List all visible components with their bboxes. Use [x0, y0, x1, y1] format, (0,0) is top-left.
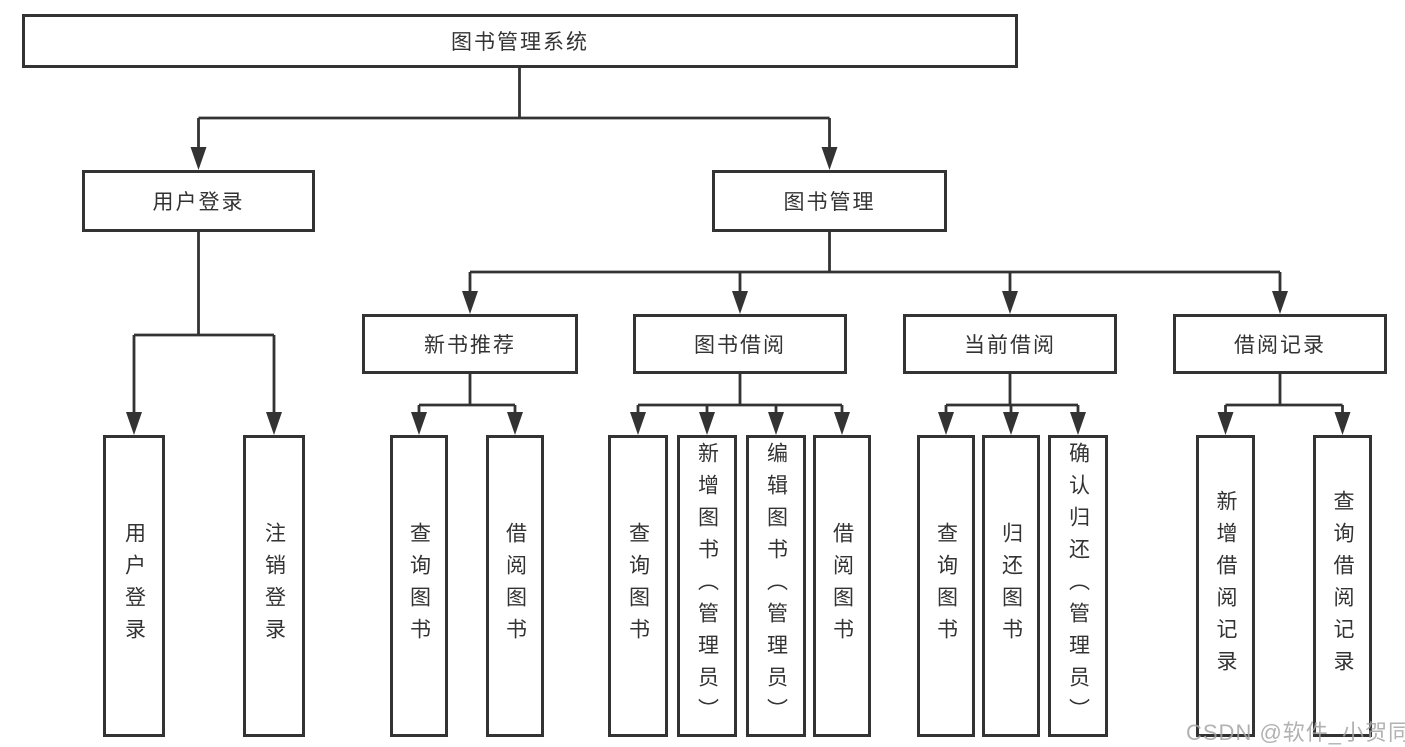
leaf-user-login: 用户登录 — [103, 435, 165, 737]
leaf-label: 编辑图书（管理员） — [764, 442, 788, 730]
arrowhead — [834, 412, 850, 435]
leaf-query-books-newbook: 查询图书 — [390, 435, 448, 737]
leaf-label: 借阅图书 — [830, 522, 854, 650]
leaf-label: 查询图书 — [626, 522, 650, 650]
node-user-login: 用户登录 — [82, 170, 315, 232]
node-new-book-recommendation: 新书推荐 — [362, 314, 578, 374]
leaf-label: 归还图书 — [999, 522, 1023, 650]
leaf-return-books: 归还图书 — [982, 435, 1040, 737]
leaf-label: 用户登录 — [122, 522, 146, 650]
leaf-logout: 注销登录 — [243, 435, 305, 737]
leaf-borrow-books-borrow: 借阅图书 — [813, 435, 871, 737]
edge-records-to-leaves — [1224, 374, 1344, 414]
edge-current-to-leaves — [944, 374, 1080, 414]
leaf-query-books-current: 查询图书 — [917, 435, 975, 737]
arrowhead — [462, 291, 478, 314]
arrowhead — [411, 412, 427, 435]
arrowhead — [1217, 412, 1234, 435]
arrowhead — [1272, 291, 1288, 314]
leaf-borrow-books-newbook: 借阅图书 — [486, 435, 544, 737]
leaf-label: 查询图书 — [407, 522, 431, 650]
leaf-label: 新增借阅记录 — [1214, 490, 1237, 682]
leaf-label: 查询图书 — [934, 522, 958, 650]
arrowhead — [938, 412, 954, 435]
node-library-system: 图书管理系统 — [22, 14, 1018, 68]
leaf-add-books-admin: 新增图书（管理员） — [677, 435, 737, 737]
arrowhead — [1334, 412, 1351, 435]
arrowhead — [507, 412, 523, 435]
leaf-edit-books-admin: 编辑图书（管理员） — [746, 435, 806, 737]
node-book-borrowing: 图书借阅 — [633, 314, 847, 374]
arrowhead — [768, 412, 784, 435]
csdn-watermark: CSDN @软件_小贺同学 — [1186, 720, 1405, 745]
arrowhead — [126, 412, 142, 435]
arrowhead — [630, 412, 646, 435]
leaf-confirm-return-admin: 确认归还（管理员） — [1048, 435, 1108, 737]
edge-mgmt-to-level3 — [468, 232, 1282, 293]
leaf-query-borrow-record: 查询借阅记录 — [1313, 435, 1372, 737]
leaf-label: 查询借阅记录 — [1331, 490, 1354, 682]
leaf-label: 借阅图书 — [503, 522, 527, 650]
arrowhead — [699, 412, 715, 435]
arrowhead — [1070, 412, 1086, 435]
edge-root-to-level2 — [197, 68, 831, 149]
node-current-borrowing: 当前借阅 — [903, 314, 1117, 374]
leaf-add-borrow-record: 新增借阅记录 — [1196, 435, 1255, 737]
arrowhead — [732, 291, 748, 314]
edge-login-to-leaves — [132, 232, 276, 414]
arrowhead — [1003, 412, 1019, 435]
edge-borrow-to-leaves — [636, 374, 844, 414]
arrowhead — [1002, 291, 1018, 314]
arrowheads — [126, 147, 1351, 435]
leaf-label: 注销登录 — [262, 522, 286, 650]
arrowhead — [821, 147, 838, 170]
node-borrowing-records: 借阅记录 — [1173, 314, 1387, 374]
leaf-query-books-borrow: 查询图书 — [608, 435, 668, 737]
leaf-label: 确认归还（管理员） — [1066, 442, 1090, 730]
node-book-management: 图书管理 — [712, 170, 947, 232]
edge-newbook-to-leaves — [417, 374, 517, 414]
leaf-label: 新增图书（管理员） — [695, 442, 719, 730]
arrowhead — [266, 412, 282, 435]
arrowhead — [190, 147, 207, 170]
